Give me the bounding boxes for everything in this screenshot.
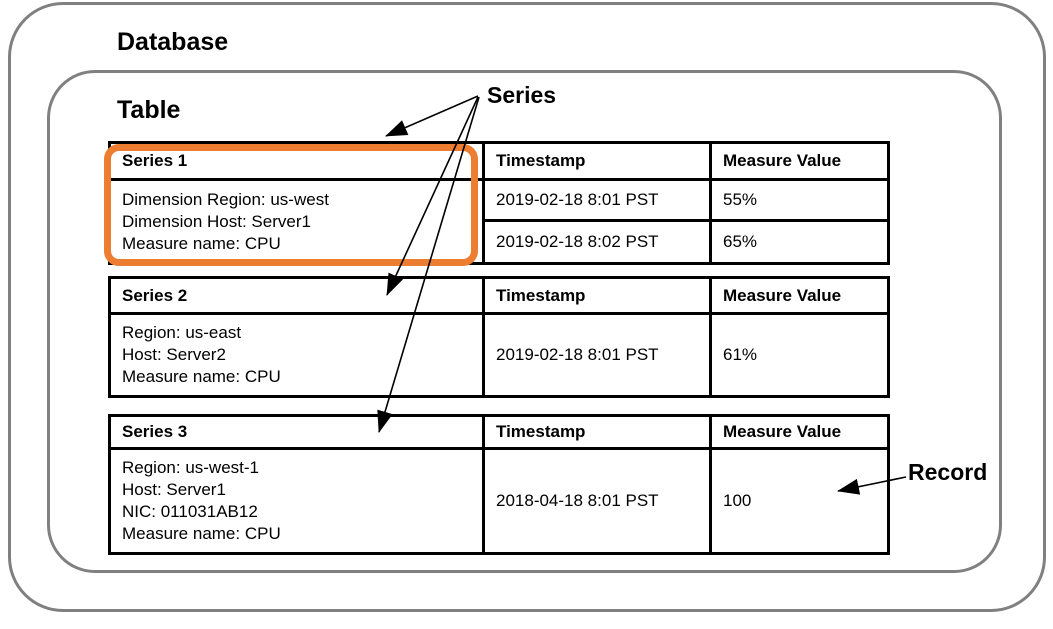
timestamp-cell: 2019-02-18 8:01 PST	[482, 178, 712, 222]
series-3-measure-header: Measure Value	[709, 414, 890, 450]
series-3-record-row: Region: us-west-1 Host: Server1 NIC: 011…	[108, 447, 890, 555]
measure-value-cell: 65%	[709, 219, 890, 265]
series-2-timestamp-header: Timestamp	[482, 276, 712, 315]
record-annotation-label: Record	[908, 459, 988, 485]
table-label: Table	[117, 96, 181, 124]
dimension-line: Measure name: CPU	[122, 367, 281, 386]
dimension-line: Host: Server2	[122, 345, 226, 364]
series-1-header-row: Series 1 Timestamp Measure Value	[108, 141, 890, 181]
series-3-header-row: Series 3 Timestamp Measure Value	[108, 414, 890, 450]
dimension-line: Region: us-west-1	[122, 458, 260, 477]
table-container	[47, 70, 1002, 573]
series-2-header-row: Series 2 Timestamp Measure Value	[108, 276, 890, 315]
series-annotation-label: Series	[487, 82, 557, 108]
series-3-dimensions-cell: Region: us-west-1 Host: Server1 NIC: 011…	[108, 447, 485, 555]
dimension-line: Dimension Host: Server1	[122, 211, 311, 231]
dimension-line: Measure name: CPU	[122, 233, 281, 253]
series-2-dimensions-cell: Region: us-east Host: Server2 Measure na…	[108, 312, 485, 398]
measure-value-cell: 61%	[709, 312, 890, 398]
database-label: Database	[117, 28, 229, 56]
series-2-table: Series 2 Timestamp Measure Value Region:…	[108, 276, 890, 398]
measure-value-cell: 100	[709, 447, 890, 555]
series-1-name-header: Series 1	[108, 141, 485, 181]
series-1-record-row: 2019-02-18 8:02 PST 65%	[110, 219, 890, 265]
dimension-line: NIC: 011031AB12	[122, 502, 258, 521]
series-2-name-header: Series 2	[108, 276, 485, 315]
measure-value-cell: 55%	[709, 178, 890, 222]
timestamp-cell: 2019-02-18 8:02 PST	[482, 219, 712, 265]
series-3-timestamp-header: Timestamp	[482, 414, 712, 450]
series-1-record-row: Dimension Region: us-west Dimension Host…	[108, 178, 890, 265]
series-3-name-header: Series 3	[108, 414, 485, 450]
series-1-dimensions-cell: Dimension Region: us-west Dimension Host…	[108, 178, 485, 265]
dimension-line: Dimension Region: us-west	[122, 189, 329, 209]
series-1-timestamp-header: Timestamp	[482, 141, 712, 181]
dimension-line: Host: Server1	[122, 480, 226, 499]
series-2-measure-header: Measure Value	[709, 276, 890, 315]
timestamp-cell: 2018-04-18 8:01 PST	[482, 447, 712, 555]
series-1-table: Series 1 Timestamp Measure Value Dimensi…	[108, 141, 890, 265]
series-2-record-row: Region: us-east Host: Server2 Measure na…	[108, 312, 890, 398]
dimension-line: Measure name: CPU	[122, 524, 281, 543]
dimension-line: Region: us-east	[122, 323, 242, 342]
series-1-measure-header: Measure Value	[709, 141, 890, 181]
series-3-table: Series 3 Timestamp Measure Value Region:…	[108, 414, 890, 555]
timestamp-cell: 2019-02-18 8:01 PST	[482, 312, 712, 398]
database-container	[8, 2, 1046, 612]
